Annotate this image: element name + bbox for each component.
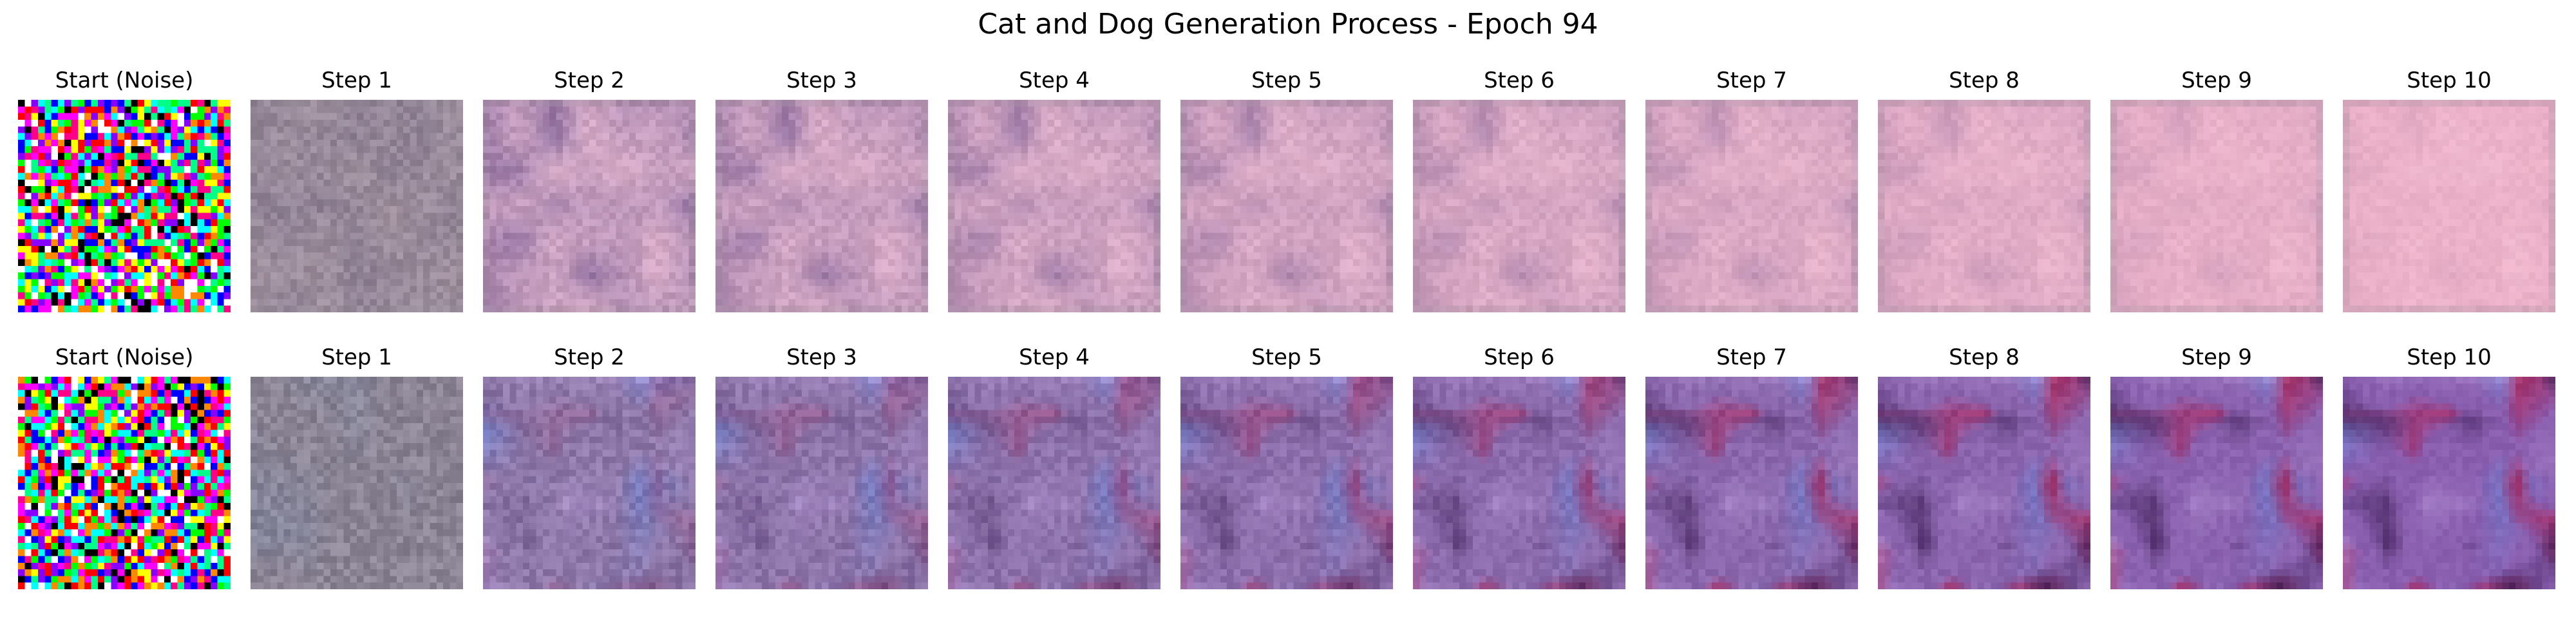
generation-row-2: Start (Noise) Step 1 Step 2 Step 3 Step …	[0, 341, 2576, 599]
panel: Step 6	[1413, 341, 1625, 599]
panel-title: Step 4	[948, 64, 1160, 97]
panel-image	[2343, 100, 2555, 312]
panel: Step 5	[1180, 64, 1393, 322]
panel: Step 5	[1180, 341, 1393, 599]
panel-title: Step 2	[483, 64, 696, 97]
panel-title: Step 1	[251, 341, 463, 374]
panel: Step 1	[251, 341, 463, 599]
panel-image	[1413, 100, 1625, 312]
panel: Step 2	[483, 341, 696, 599]
panel: Step 6	[1413, 64, 1625, 322]
panel-image	[715, 377, 928, 589]
panel-title: Step 4	[948, 341, 1160, 374]
panel: Step 8	[1878, 341, 2090, 599]
panel-image	[1878, 377, 2090, 589]
panel-image	[1645, 100, 1858, 312]
panel: Step 10	[2343, 341, 2555, 599]
panel-image	[483, 100, 696, 312]
figure-title: Cat and Dog Generation Process - Epoch 9…	[0, 5, 2576, 44]
panel-title: Step 3	[715, 341, 928, 374]
panel: Start (Noise)	[18, 341, 231, 599]
panel-image	[251, 100, 463, 312]
generation-row-1: Start (Noise) Step 1 Step 2 Step 3 Step …	[0, 64, 2576, 322]
panel-title: Step 5	[1180, 341, 1393, 374]
panel-image	[1180, 100, 1393, 312]
panel: Start (Noise)	[18, 64, 231, 322]
panel-title: Step 6	[1413, 64, 1625, 97]
panel-image	[483, 377, 696, 589]
panel: Step 4	[948, 341, 1160, 599]
panel-image	[948, 377, 1160, 589]
panel-title: Step 2	[483, 341, 696, 374]
panel-title: Step 8	[1878, 341, 2090, 374]
panel-title: Step 10	[2343, 341, 2555, 374]
panel: Step 4	[948, 64, 1160, 322]
panel: Step 3	[715, 341, 928, 599]
panel-image	[1645, 377, 1858, 589]
panel: Step 7	[1645, 64, 1858, 322]
panel-title: Start (Noise)	[18, 341, 231, 374]
panel-image	[1180, 377, 1393, 589]
panel: Step 7	[1645, 341, 1858, 599]
panel-title: Step 7	[1645, 341, 1858, 374]
panel-title: Step 5	[1180, 64, 1393, 97]
panel: Step 9	[2110, 341, 2323, 599]
panel-image	[948, 100, 1160, 312]
panel-image	[2110, 100, 2323, 312]
panel-title: Step 6	[1413, 341, 1625, 374]
panel-title: Step 9	[2110, 64, 2323, 97]
panel: Step 8	[1878, 64, 2090, 322]
panel-image	[2110, 377, 2323, 589]
panel-title: Start (Noise)	[18, 64, 231, 97]
panel-image	[1878, 100, 2090, 312]
panel: Step 3	[715, 64, 928, 322]
panel-title: Step 9	[2110, 341, 2323, 374]
panel-image	[18, 377, 231, 589]
panel: Step 9	[2110, 64, 2323, 322]
panel-title: Step 8	[1878, 64, 2090, 97]
panel-image	[18, 100, 231, 312]
panel-image	[251, 377, 463, 589]
panel-title: Step 1	[251, 64, 463, 97]
panel-image	[715, 100, 928, 312]
panel-title: Step 3	[715, 64, 928, 97]
panel-image	[1413, 377, 1625, 589]
panel-title: Step 7	[1645, 64, 1858, 97]
panel-title: Step 10	[2343, 64, 2555, 97]
panel-image	[2343, 377, 2555, 589]
panel: Step 1	[251, 64, 463, 322]
panel: Step 10	[2343, 64, 2555, 322]
panel: Step 2	[483, 64, 696, 322]
